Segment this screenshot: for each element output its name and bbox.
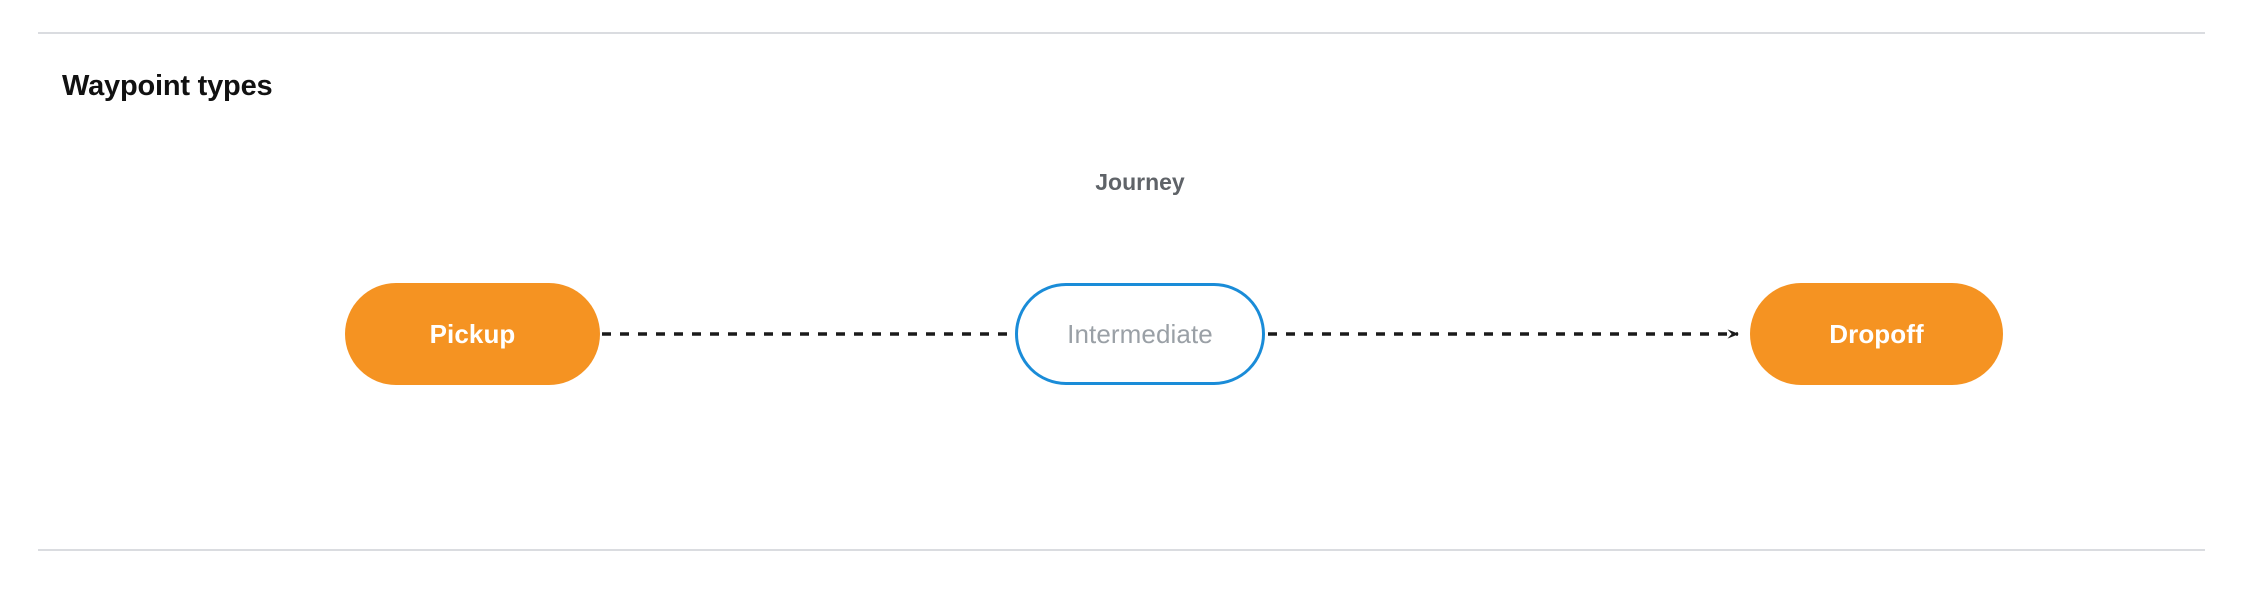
waypoint-node-dropoff-label: Dropoff bbox=[1829, 319, 1924, 349]
section-divider-bottom bbox=[38, 549, 2205, 551]
page-title: Waypoint types bbox=[62, 70, 273, 102]
waypoint-node-pickup[interactable]: Pickup bbox=[345, 283, 600, 385]
waypoint-node-intermediate-label: Intermediate bbox=[1067, 319, 1213, 349]
journey-group-label: Journey bbox=[1095, 169, 1185, 195]
waypoint-node-pickup-label: Pickup bbox=[429, 319, 516, 349]
waypoint-node-intermediate[interactable]: Intermediate bbox=[1015, 283, 1265, 385]
waypoint-node-dropoff[interactable]: Dropoff bbox=[1750, 283, 2003, 385]
section-divider-top bbox=[38, 32, 2205, 34]
